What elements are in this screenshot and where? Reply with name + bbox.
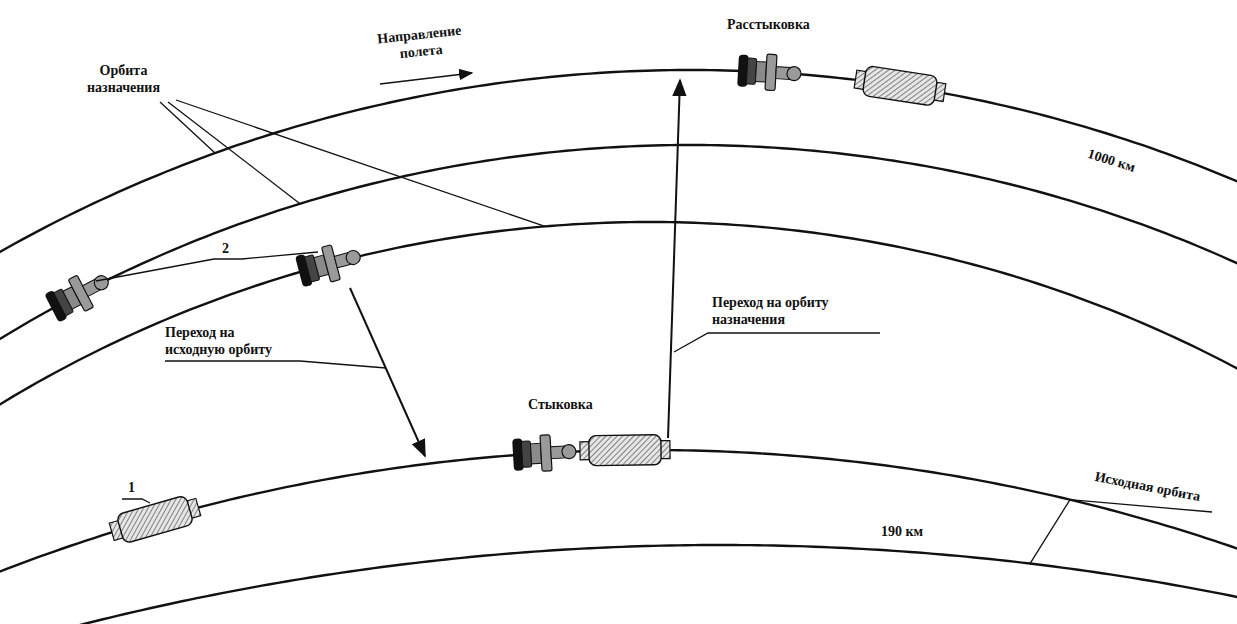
leader-line <box>168 102 300 204</box>
orbit-arc <box>0 222 1237 410</box>
stage-label: Стыковка <box>526 396 595 413</box>
altitude-label: 1000 км <box>1084 144 1140 176</box>
leader-line <box>674 333 880 352</box>
tug-spacecraft <box>43 264 116 325</box>
leader-line <box>96 252 318 281</box>
callout-number: 1 <box>126 479 137 496</box>
leader-line <box>1030 500 1212 564</box>
leader-line <box>165 361 386 368</box>
tug-spacecraft <box>737 52 802 92</box>
payload-module <box>108 493 203 547</box>
stage-label: Расстыковка <box>725 16 812 33</box>
leader-line <box>122 499 150 503</box>
orbit-arc <box>0 70 1237 258</box>
transfer-label: Переход на исходную орбиту <box>163 324 292 358</box>
transfer-arrow <box>668 80 680 438</box>
callout-number: 2 <box>220 240 231 257</box>
tug-spacecraft <box>512 433 577 473</box>
orbit-label: Исходная орбита <box>1092 467 1204 505</box>
orbit-arc <box>0 145 1237 345</box>
transfer-arrow <box>350 288 425 456</box>
payload-module <box>853 64 946 107</box>
orbit-arc <box>0 450 1237 575</box>
orbit-label: Орбита назначения <box>85 62 162 96</box>
altitude-label: 190 км <box>879 523 925 540</box>
direction-label: Направление полета <box>374 21 465 64</box>
transfer-label: Переход на орбиту назначения <box>710 294 864 328</box>
payload-module <box>580 435 670 466</box>
direction-arrow <box>380 73 472 84</box>
tug-spacecraft <box>294 238 364 289</box>
leader-line <box>160 102 215 153</box>
leader-line <box>176 100 545 226</box>
orbit-arc <box>0 545 1237 624</box>
